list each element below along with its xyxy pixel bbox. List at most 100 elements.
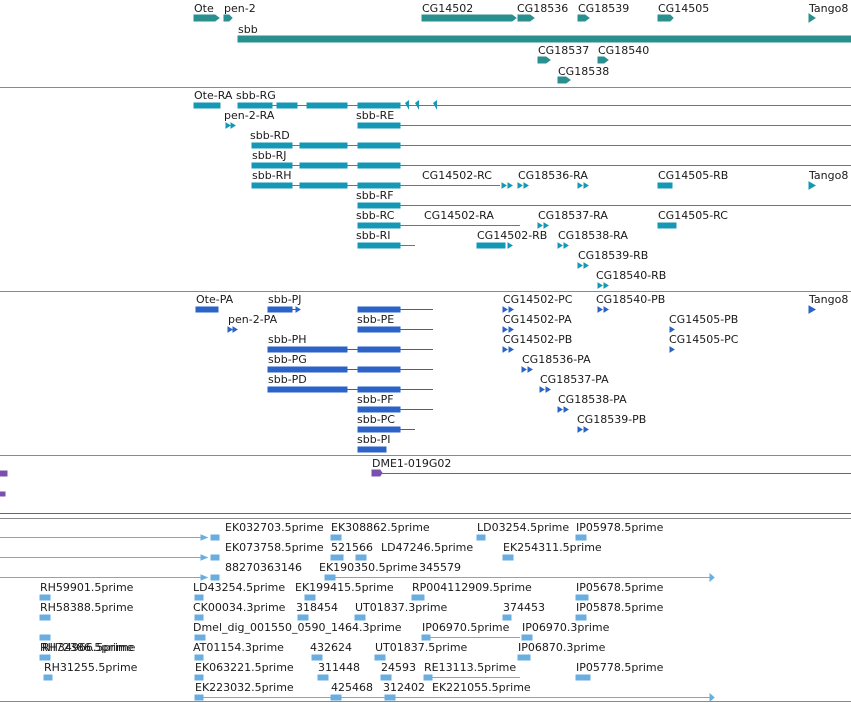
est-feature[interactable] xyxy=(39,614,51,621)
protein-feature[interactable] xyxy=(357,366,401,373)
clone-feature[interactable] xyxy=(0,470,8,477)
est-feature[interactable] xyxy=(39,594,51,601)
est-feature[interactable] xyxy=(502,614,512,621)
est-feature[interactable] xyxy=(476,534,486,541)
protein-feature[interactable] xyxy=(357,306,401,313)
gene-feature[interactable] xyxy=(193,14,220,22)
protein-feature[interactable] xyxy=(357,326,401,333)
transcript-feature[interactable] xyxy=(357,102,401,109)
transcript-feature[interactable] xyxy=(299,182,348,189)
est-feature[interactable] xyxy=(39,634,51,641)
transcript-feature[interactable] xyxy=(299,162,348,169)
est-feature[interactable] xyxy=(304,594,316,601)
est-label: EK199415.5prime xyxy=(295,581,394,594)
clone-feature[interactable] xyxy=(0,491,6,497)
est-feature[interactable] xyxy=(43,674,53,681)
est-feature[interactable] xyxy=(330,694,342,701)
protein-feature[interactable] xyxy=(267,386,348,393)
est-feature[interactable] xyxy=(194,594,204,601)
est-feature[interactable] xyxy=(194,634,206,641)
gene-feature[interactable] xyxy=(577,14,590,22)
protein-feature[interactable] xyxy=(267,306,293,313)
gene-feature[interactable] xyxy=(421,14,517,22)
gene-feature[interactable] xyxy=(808,13,816,23)
protein-feature[interactable] xyxy=(357,386,401,393)
transcript-feature[interactable] xyxy=(251,162,293,169)
est-feature[interactable] xyxy=(194,674,204,681)
est-label: RH72386.5prime xyxy=(40,641,134,654)
protein-feature[interactable] xyxy=(195,306,219,313)
est-feature[interactable] xyxy=(194,654,204,661)
gene-feature[interactable] xyxy=(537,56,551,64)
protein-feature[interactable] xyxy=(267,366,348,373)
est-feature[interactable] xyxy=(194,694,204,701)
est-feature[interactable] xyxy=(384,694,396,701)
est-feature[interactable] xyxy=(324,574,336,581)
est-feature[interactable] xyxy=(517,654,531,661)
transcript-feature[interactable] xyxy=(657,182,673,189)
transcript-feature xyxy=(225,122,231,129)
est-label: 88270363146 xyxy=(225,561,302,574)
est-label: Dmel_dig_001550_0590_1464.3prime xyxy=(193,621,402,634)
transcript-feature[interactable] xyxy=(657,222,677,229)
est-feature[interactable] xyxy=(575,674,591,681)
protein-feature[interactable] xyxy=(357,446,387,453)
transcript-feature[interactable] xyxy=(193,102,221,109)
est-label: IP06870.3prime xyxy=(518,641,606,654)
est-feature[interactable] xyxy=(354,614,366,621)
est-label: EK073758.5prime xyxy=(225,541,324,554)
gene-feature[interactable] xyxy=(223,14,233,22)
est-feature[interactable] xyxy=(311,654,323,661)
est-feature[interactable] xyxy=(330,554,344,561)
est-label: EK308862.5prime xyxy=(331,521,430,534)
transcript-feature[interactable] xyxy=(357,182,401,189)
transcript-feature[interactable] xyxy=(251,182,293,189)
protein-feature[interactable] xyxy=(357,346,401,353)
gene-feature[interactable] xyxy=(557,76,571,84)
protein-feature[interactable] xyxy=(357,406,401,413)
transcript-feature[interactable] xyxy=(276,102,298,109)
transcript-feature[interactable] xyxy=(357,242,401,249)
est-feature[interactable] xyxy=(210,534,220,541)
transcript-feature[interactable] xyxy=(357,222,401,229)
est-feature[interactable] xyxy=(317,674,329,681)
gene-feature[interactable] xyxy=(237,35,851,43)
est-feature[interactable] xyxy=(210,554,220,561)
gene-feature[interactable] xyxy=(517,14,535,22)
est-feature[interactable] xyxy=(297,614,309,621)
protein-feature[interactable] xyxy=(267,346,348,353)
gene-feature[interactable] xyxy=(657,14,674,22)
est-feature[interactable] xyxy=(575,534,587,541)
est-feature[interactable] xyxy=(502,554,514,561)
transcript-feature[interactable] xyxy=(237,102,273,109)
est-feature[interactable] xyxy=(380,674,392,681)
transcript-feature xyxy=(577,262,583,269)
gene-feature[interactable] xyxy=(597,56,609,64)
est-feature[interactable] xyxy=(374,654,386,661)
genes-track xyxy=(193,13,851,84)
protein-feature[interactable] xyxy=(357,426,401,433)
est-feature[interactable] xyxy=(194,614,204,621)
est-feature[interactable] xyxy=(575,614,587,621)
transcript-feature[interactable] xyxy=(357,142,401,149)
transcript-feature[interactable] xyxy=(357,122,401,129)
transcript-feature[interactable] xyxy=(299,142,348,149)
est-feature[interactable] xyxy=(39,654,51,661)
transcript-feature[interactable] xyxy=(357,162,401,169)
est-feature[interactable] xyxy=(210,574,220,581)
est-feature[interactable] xyxy=(411,594,425,601)
est-feature[interactable] xyxy=(330,534,342,541)
transcript-label: CG18539-RB xyxy=(578,249,648,262)
transcript-feature[interactable] xyxy=(251,142,293,149)
est-feature[interactable] xyxy=(421,634,431,641)
est-feature[interactable] xyxy=(423,674,433,681)
transcript-feature[interactable] xyxy=(306,102,348,109)
transcript-feature[interactable] xyxy=(476,242,506,249)
clone-feature[interactable] xyxy=(371,469,383,477)
est-feature[interactable] xyxy=(521,634,533,641)
est-feature[interactable] xyxy=(355,554,367,561)
protein-label: sbb-PJ xyxy=(268,293,302,306)
transcript-feature[interactable] xyxy=(357,202,401,209)
est-feature[interactable] xyxy=(575,594,589,601)
est-label: 24593 xyxy=(381,661,416,674)
